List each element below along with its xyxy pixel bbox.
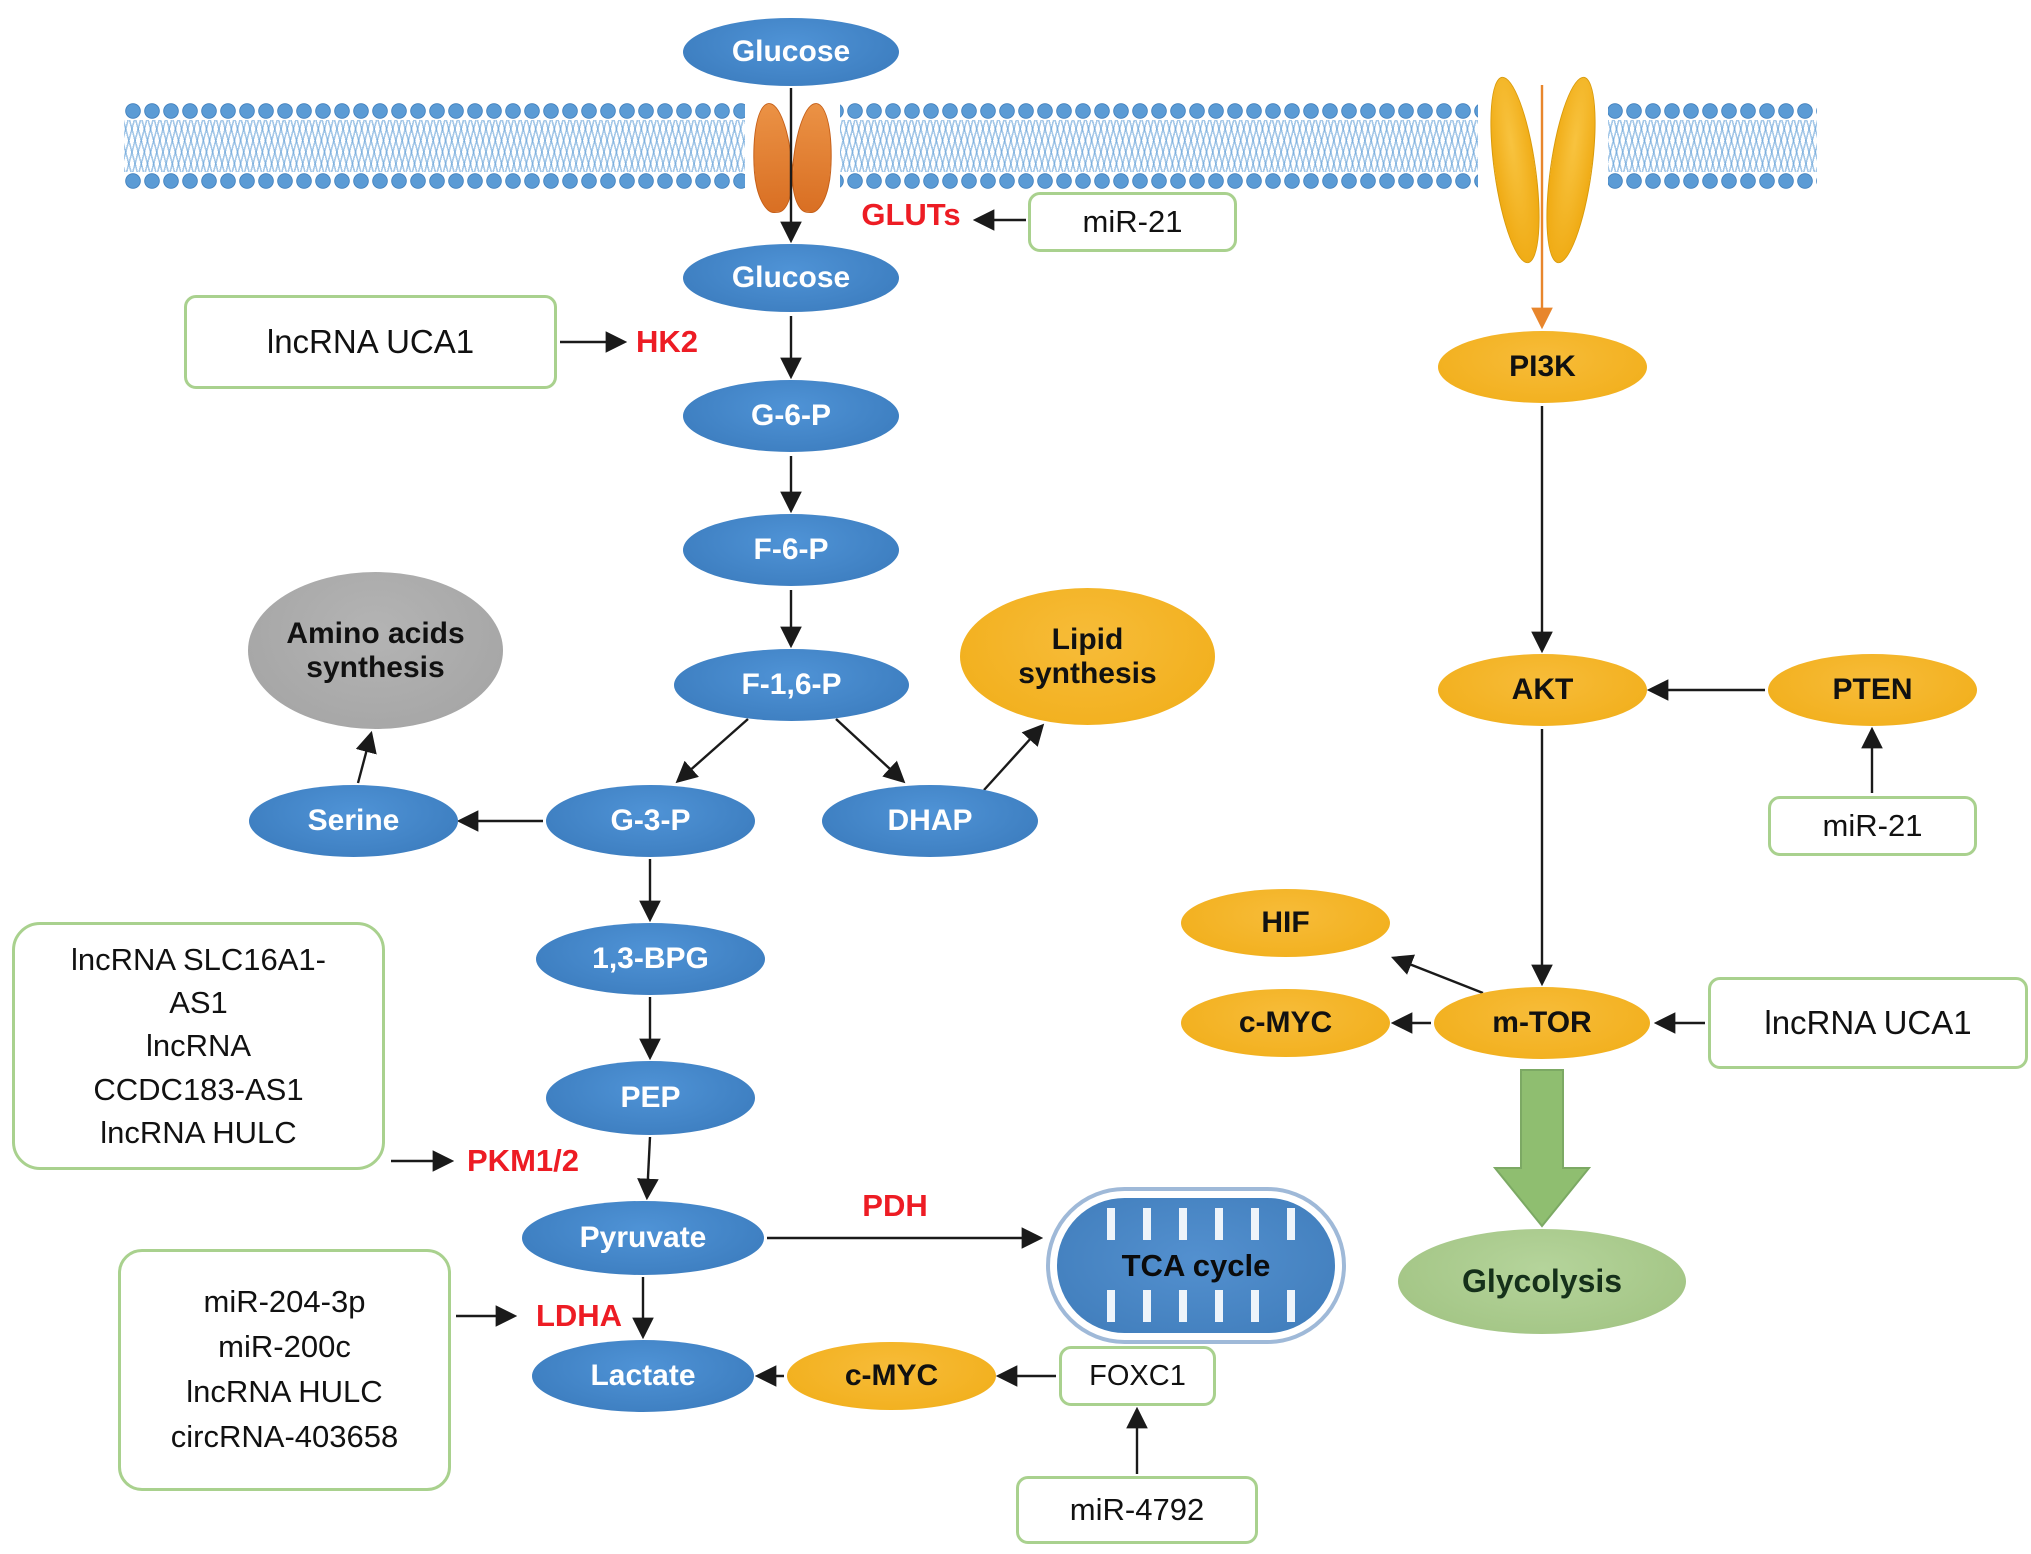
node-label: Pyruvate [579,1221,707,1255]
node-g3p: G-3-P [546,785,755,857]
node-label: Lipid synthesis [1018,622,1157,690]
node-label: DHAP [887,804,973,838]
node-label: Lactate [590,1359,696,1393]
node-g6p: G-6-P [683,380,899,452]
node-pi3k: PI3K [1438,331,1647,403]
node-akt: AKT [1438,654,1647,726]
box-label: lncRNA UCA1 [1764,1003,1972,1041]
box-label: lncRNA CCDC183-AS1 [93,1028,304,1107]
enzyme-label-gluts: GLUTs [861,197,961,232]
arrow-f16p-to-dhap [835,718,906,784]
box-label: FOXC1 [1089,1359,1186,1392]
node-label: c-MYC [844,1359,939,1393]
box-lncrna-uca1-right: lncRNA UCA1 [1708,977,2028,1069]
box-label: lncRNA SLC16A1-AS1 [70,941,326,1020]
node-label: PI3K [1509,350,1576,384]
node-glucose-extracellular: Glucose [683,18,899,86]
node-amino-acids-synthesis: Amino acids synthesis [248,572,503,729]
node-label: PEP [620,1081,681,1115]
box-label: miR-21 [1822,808,1923,844]
enzyme-label-pdh: PDH [862,1188,928,1223]
node-pyruvate: Pyruvate [522,1201,764,1275]
node-dhap: DHAP [822,785,1038,857]
node-mtor: m-TOR [1434,987,1650,1059]
enzyme-label-pkm12: PKM1/2 [467,1143,579,1178]
arrow-mtor-to-hif [1390,954,1484,995]
node-label: Glucose [731,261,851,295]
node-label: Glucose [731,35,851,69]
enzyme-label-ldha: LDHA [535,1298,623,1333]
node-f16p: F-1,6-P [674,649,909,721]
box-label: miR-21 [1082,204,1183,240]
enzyme-label-hk2: HK2 [635,324,699,359]
node-label: F-6-P [753,533,829,567]
node-label: Amino acids synthesis [286,616,465,684]
box-label: lncRNA UCA1 [266,322,475,360]
arrow-f16p-to-g3p [675,718,749,784]
node-pep: PEP [546,1061,755,1135]
arrow-dhap-to-lipid [983,723,1045,791]
box-label: circRNA-403658 [170,1418,399,1454]
box-lncrna-uca1-left: lncRNA UCA1 [184,295,557,389]
box-lncrna-group: lncRNA SLC16A1-AS1 lncRNA CCDC183-AS1 ln… [12,922,385,1170]
box-label: lncRNA HULC [100,1115,297,1151]
node-lipid-synthesis: Lipid synthesis [960,588,1215,725]
box-mir21-top: miR-21 [1028,192,1237,252]
arrow-pep-to-pyruvate [637,1136,659,1201]
membrane-outer-heads [124,102,1817,120]
node-glycolysis: Glycolysis [1398,1229,1686,1334]
node-13bpg: 1,3-BPG [536,923,765,995]
box-mir21-right: miR-21 [1768,796,1977,856]
node-label: PTEN [1832,673,1913,707]
node-hif: HIF [1181,889,1390,957]
node-label: AKT [1511,673,1574,707]
node-label: HIF [1261,906,1310,940]
node-label: F-1,6-P [741,668,842,702]
arrow-serine-to-amino [355,730,377,784]
box-foxc1: FOXC1 [1059,1346,1216,1406]
node-label: c-MYC [1238,1006,1333,1040]
node-label: G-6-P [750,399,831,433]
node-label: G-3-P [610,804,691,838]
node-serine: Serine [249,785,458,857]
node-lactate: Lactate [532,1340,754,1412]
node-f6p: F-6-P [683,514,899,586]
box-mir4792: miR-4792 [1016,1476,1258,1544]
box-label: miR-200c [218,1329,351,1365]
box-label: lncRNA HULC [186,1374,383,1409]
node-label: Serine [307,804,400,838]
node-label: Glycolysis [1461,1262,1623,1299]
node-cmyc-bottom: c-MYC [787,1342,996,1410]
node-tca-cycle-mitochondrion: TCA cycle [1046,1187,1346,1344]
node-pten: PTEN [1768,654,1977,726]
arrow-mtor-to-glycolysis [1492,1069,1592,1228]
membrane-inner-heads [124,172,1817,190]
node-label: 1,3-BPG [592,942,709,976]
node-label: m-TOR [1492,1006,1592,1040]
box-label: miR-4792 [1069,1492,1205,1528]
node-glucose-intracellular: Glucose [683,244,899,312]
tca-cycle-body: TCA cycle [1057,1198,1335,1333]
node-cmyc-right: c-MYC [1181,989,1390,1057]
box-mir-group: miR-204-3p miR-200c lncRNA HULC circRNA-… [118,1249,451,1491]
node-label: TCA cycle [1121,1247,1271,1283]
box-label: miR-204-3p [203,1284,366,1320]
